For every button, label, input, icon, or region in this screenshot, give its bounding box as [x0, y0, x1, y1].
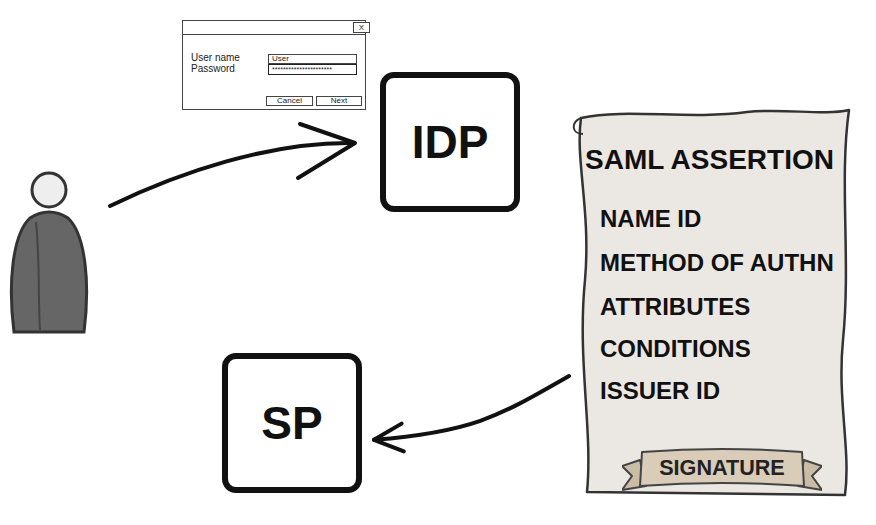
node-text: Password — [191, 63, 235, 74]
person-fold — [36, 222, 40, 330]
node-text: CONDITIONS — [600, 335, 751, 363]
node-text: SIGNATURE — [622, 455, 822, 481]
title-bar-line — [183, 34, 365, 35]
person-figure — [11, 173, 86, 332]
node-text: Next — [317, 97, 361, 105]
sp-box: SP — [222, 353, 362, 493]
node-text: SAML ASSERTION — [567, 144, 852, 176]
node-text: ********************** — [272, 66, 332, 73]
node-text: ISSUER ID — [600, 377, 720, 405]
node-text: SP — [228, 398, 356, 448]
connector-line — [374, 376, 569, 440]
person-body — [11, 212, 86, 332]
login-arrow — [110, 124, 355, 206]
login-dialog: User namePassword X User ******************… — [182, 20, 366, 110]
arrow-head — [298, 124, 355, 178]
signature-ribbon: SIGNATURE — [622, 446, 822, 492]
cancel-button: Cancel — [266, 96, 313, 106]
person-head — [32, 173, 66, 207]
saml-assertion-scroll: SAML ASSERTION NAME ID METHOD OF AUTHN ATTR… — [567, 100, 858, 500]
username-field: User — [268, 54, 357, 64]
node-text: IDP — [386, 117, 514, 167]
node-text: X — [354, 24, 369, 32]
idp-box: IDP — [380, 72, 520, 212]
node-text: User name — [191, 52, 240, 63]
next-button: Next — [316, 96, 362, 106]
arrow-head — [374, 424, 404, 452]
arrow-line — [110, 143, 352, 206]
node-text: User — [272, 55, 289, 63]
close-button: X — [353, 22, 370, 33]
connector-arrow — [374, 376, 569, 451]
password-field: ********************** — [268, 64, 357, 75]
node-text: ATTRIBUTES — [600, 293, 750, 321]
node-text: METHOD OF AUTHN — [600, 249, 834, 277]
node-text: NAME ID — [600, 205, 701, 233]
node-text: Cancel — [267, 97, 312, 105]
